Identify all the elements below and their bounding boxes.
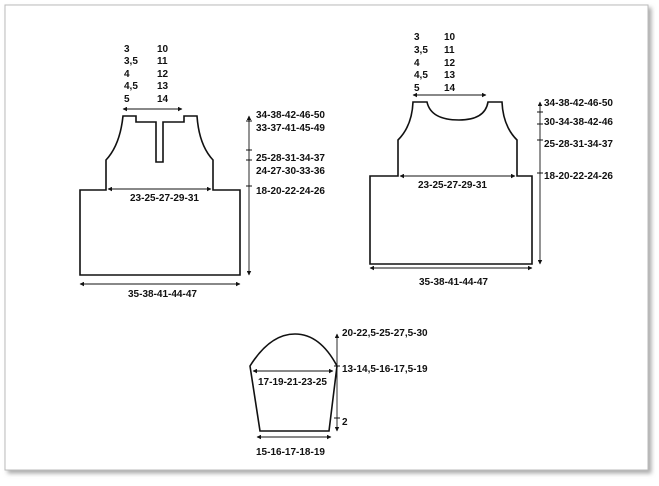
sleeve-piece: 20-22,5-25-27,5-30 13-14,5-16-17,5-19 2 … <box>249 328 428 458</box>
sleeve-height-ticks <box>334 365 340 419</box>
back-height-label: 25-28-31-34-37 <box>544 139 613 150</box>
back-neck-value: 13 <box>444 70 456 81</box>
back-neck-value: 11 <box>444 45 455 56</box>
back-height-ticks <box>537 111 543 174</box>
back-bottom-width-label: 35-38-41-44-47 <box>419 277 488 288</box>
back-neck-value: 10 <box>444 32 456 43</box>
front-chest-width-label: 23-25-27-29-31 <box>130 193 199 204</box>
sleeve-outline <box>249 333 338 432</box>
front-neck-value: 12 <box>157 69 169 80</box>
back-outline <box>369 101 533 265</box>
front-neck-size: 3,5 <box>124 56 138 67</box>
back-neck-size: 3,5 <box>414 45 428 56</box>
front-outline <box>79 115 241 276</box>
front-neck-value: 11 <box>157 56 168 67</box>
sleeve-height-label: 20-22,5-25-27,5-30 <box>342 328 428 339</box>
front-height-label: 18-20-22-24-26 <box>256 186 325 197</box>
front-height-label: 33-37-41-45-49 <box>256 123 325 134</box>
front-height-label: 25-28-31-34-37 <box>256 153 325 164</box>
back-neck-value: 14 <box>444 83 456 94</box>
back-height-label: 18-20-22-24-26 <box>544 171 613 182</box>
back-neck-size: 4,5 <box>414 70 428 81</box>
front-height-label: 34-38-42-46-50 <box>256 110 325 121</box>
front-neck-size: 4 <box>124 69 130 80</box>
back-neck-size: 4 <box>414 58 420 69</box>
sleeve-height-label: 2 <box>342 417 348 428</box>
front-neck-value: 13 <box>157 81 169 92</box>
back-height-label: 34-38-42-46-50 <box>544 98 613 109</box>
front-piece: 3 3,5 4 4,5 5 10 11 12 13 14 34-38-42-46… <box>79 44 325 300</box>
front-neck-size: 4,5 <box>124 81 138 92</box>
front-neck-value: 10 <box>157 44 169 55</box>
front-neck-value: 14 <box>157 94 169 105</box>
sleeve-height-label: 13-14,5-16-17,5-19 <box>342 364 428 375</box>
back-neck-size: 3 <box>414 32 420 43</box>
sleeve-bottom-width-label: 15-16-17-18-19 <box>256 447 325 458</box>
back-neck-value: 12 <box>444 58 456 69</box>
front-height-label: 24-27-30-33-36 <box>256 166 325 177</box>
front-bottom-width-label: 35-38-41-44-47 <box>128 289 197 300</box>
sleeve-upper-width-label: 17-19-21-23-25 <box>258 377 327 388</box>
front-neck-size: 3 <box>124 44 130 55</box>
front-height-ticks <box>246 120 252 187</box>
back-chest-width-label: 23-25-27-29-31 <box>418 180 487 191</box>
back-height-label: 30-34-38-42-46 <box>544 117 613 128</box>
sheet-border <box>4 4 649 471</box>
back-neck-size: 5 <box>414 83 420 94</box>
back-piece: 3 3,5 4 4,5 5 10 11 12 13 14 34-38-42-46… <box>369 32 613 288</box>
front-neck-size: 5 <box>124 94 130 105</box>
